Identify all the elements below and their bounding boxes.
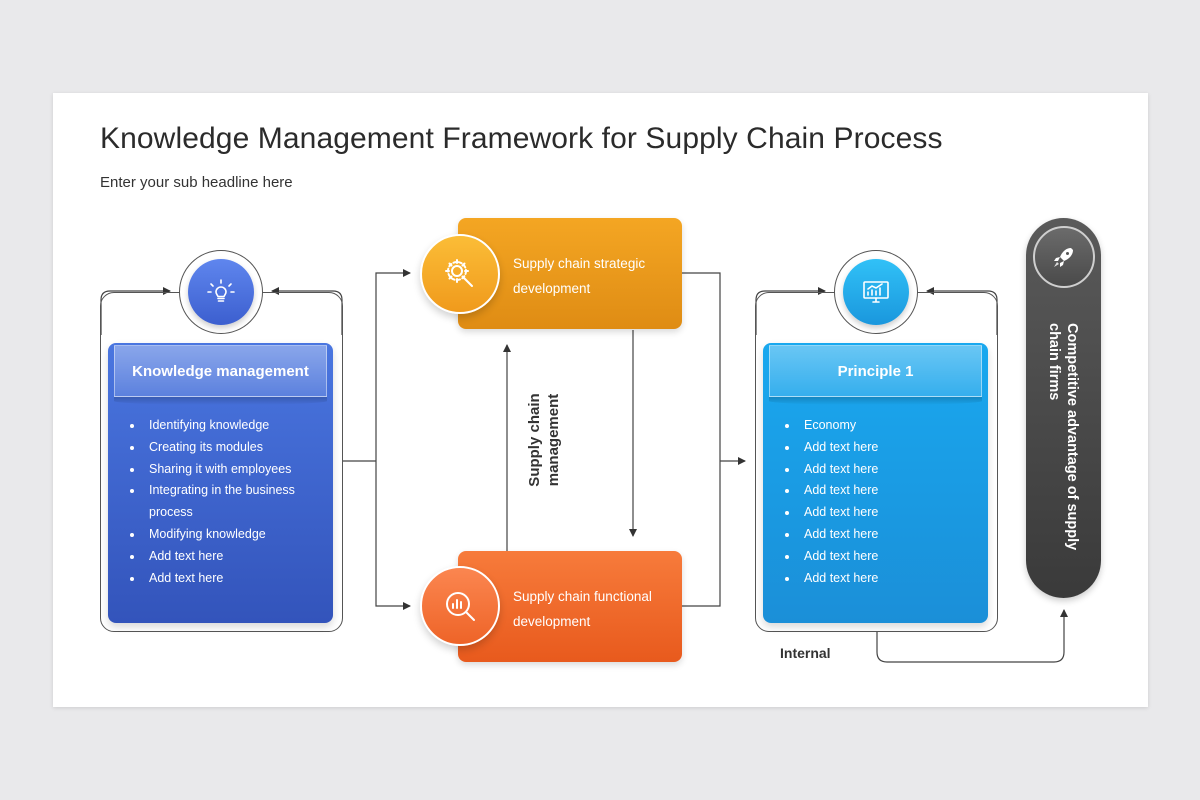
connector-internal-to-pill — [876, 609, 1068, 663]
list-item: Add text here — [783, 524, 968, 546]
connector-strategic-right — [682, 272, 721, 607]
connector-to-strategic — [375, 269, 411, 461]
strategic-text: Supply chain strategic development — [513, 256, 646, 296]
list-item: Economy — [783, 415, 968, 437]
chart-search-icon — [420, 566, 500, 646]
knowledge-list: Identifying knowledge Creating its modul… — [128, 415, 313, 589]
connector-to-functional — [375, 461, 411, 610]
page-subtitle: Enter your sub headline here — [100, 174, 293, 191]
competitive-advantage-text: Competitive advantage of supply chain fi… — [1046, 323, 1080, 551]
list-item: Creating its modules — [128, 437, 313, 459]
functional-text: Supply chain functional development — [513, 589, 652, 629]
card-heading: Knowledge management — [114, 345, 327, 397]
rocket-icon — [1033, 226, 1095, 288]
principle-list: Economy Add text here Add text here Add … — [783, 415, 968, 589]
lightbulb-icon — [188, 259, 254, 325]
knowledge-icon-ring — [179, 250, 263, 334]
supply-chain-management-label: Supply chain management — [526, 393, 562, 487]
monitor-chart-icon — [843, 259, 909, 325]
gear-search-icon — [420, 234, 500, 314]
page-title: Knowledge Management Framework for Suppl… — [100, 122, 943, 155]
competitive-advantage-pill — [1026, 218, 1101, 598]
card-heading-shadow — [769, 397, 982, 405]
list-item: Integrating in the business process — [128, 480, 313, 524]
list-item: Add text here — [783, 480, 968, 502]
list-item: Modifying knowledge — [128, 524, 313, 546]
list-item: Add text here — [128, 546, 313, 568]
knowledge-management-card: Knowledge management Identifying knowled… — [108, 343, 333, 623]
list-item: Add text here — [783, 546, 968, 568]
list-item: Add text here — [783, 502, 968, 524]
list-item: Add text here — [783, 437, 968, 459]
card-heading: Principle 1 — [769, 345, 982, 397]
principle-card: Principle 1 Economy Add text here Add te… — [763, 343, 988, 623]
list-item: Add text here — [128, 568, 313, 590]
list-item: Add text here — [783, 568, 968, 590]
principle-icon-ring — [834, 250, 918, 334]
internal-label: Internal — [780, 645, 831, 661]
list-item: Sharing it with employees — [128, 459, 313, 481]
list-item: Identifying knowledge — [128, 415, 313, 437]
card-heading-shadow — [114, 397, 327, 405]
list-item: Add text here — [783, 459, 968, 481]
